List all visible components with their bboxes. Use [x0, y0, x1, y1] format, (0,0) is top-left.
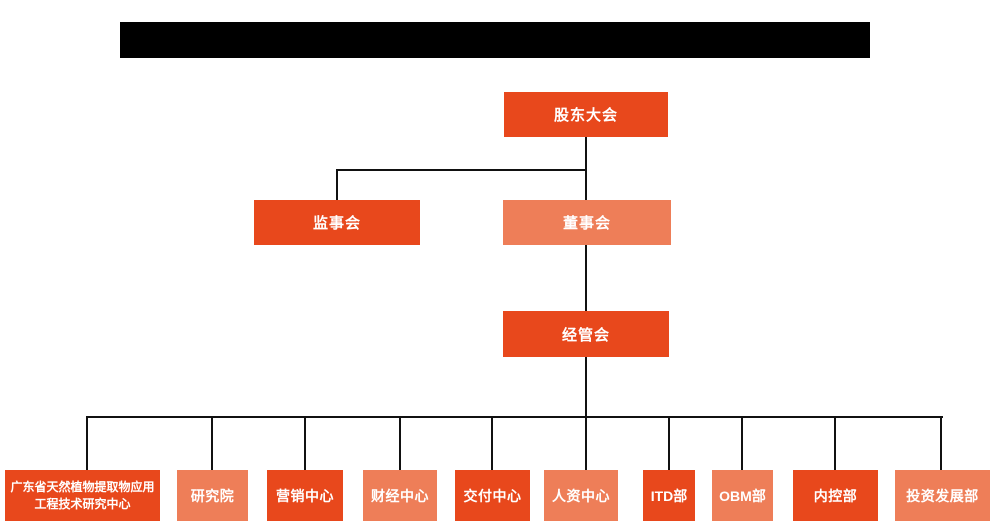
node-shareholders-meeting: 股东大会	[504, 92, 668, 137]
dept-node-delivery-center: 交付中心	[455, 470, 530, 521]
connector-line	[741, 416, 743, 470]
redacted-title-bar	[120, 22, 870, 58]
dept-node-hr-center: 人资中心	[544, 470, 618, 521]
dept-node-obm-department: OBM部	[712, 470, 773, 521]
dept-node-internal-control-department: 内控部	[793, 470, 878, 521]
connector-line	[86, 416, 88, 470]
connector-line	[399, 416, 401, 470]
dept-node-itd-department: ITD部	[643, 470, 695, 521]
dept-node-guangdong-plant-extract-research-center: 广东省天然植物提取物应用工程技术研究中心	[5, 470, 160, 521]
connector-line	[585, 137, 587, 170]
connector-rail	[86, 416, 943, 418]
connector-line	[336, 169, 338, 201]
dept-node-finance-center: 财经中心	[363, 470, 437, 521]
dept-node-marketing-center: 营销中心	[267, 470, 343, 521]
dept-node-research-institute: 研究院	[177, 470, 248, 521]
connector-line	[336, 169, 587, 171]
connector-line	[834, 416, 836, 470]
connector-line	[211, 416, 213, 470]
connector-line	[491, 416, 493, 470]
node-board-of-directors: 董事会	[503, 200, 671, 245]
connector-line	[585, 245, 587, 311]
connector-line	[668, 416, 670, 470]
dept-node-investment-development-department: 投资发展部	[895, 470, 990, 521]
node-management-committee: 经管会	[503, 311, 669, 357]
connector-line	[940, 416, 942, 470]
connector-line	[585, 357, 587, 470]
connector-line	[304, 416, 306, 470]
node-supervisory-board: 监事会	[254, 200, 420, 245]
connector-line	[585, 169, 587, 201]
